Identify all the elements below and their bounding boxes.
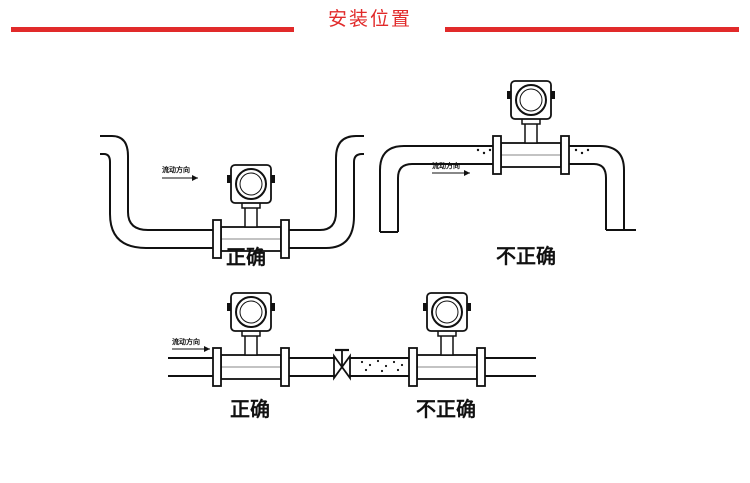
diagram-bottom: 流动方向 正确 不正确 xyxy=(168,292,536,421)
flowmeter-icon xyxy=(226,164,276,228)
flowmeter-icon xyxy=(226,292,276,356)
flowmeter-icon xyxy=(506,80,556,144)
caption-bottom-left: 正确 xyxy=(230,397,270,421)
arrow-right-icon xyxy=(172,346,210,352)
caption-top-left: 正确 xyxy=(226,245,266,269)
page-title: 安装位置 xyxy=(327,8,412,30)
header-divider-right xyxy=(445,27,739,32)
diagram-top-right: 流动方向 不正确 xyxy=(379,80,636,268)
flow-direction-label: 流动方向 xyxy=(432,161,460,170)
flowmeter-icon xyxy=(422,292,472,356)
valve-icon xyxy=(333,348,351,381)
caption-bottom-right: 不正确 xyxy=(416,397,476,421)
header-divider-left xyxy=(11,27,294,32)
arrow-right-icon xyxy=(162,175,198,181)
caption-top-right: 不正确 xyxy=(496,244,556,268)
flow-direction-label: 流动方向 xyxy=(172,337,200,346)
arrow-right-icon xyxy=(432,170,470,176)
diagram-top-left: 流动方向 正确 xyxy=(100,135,364,269)
flow-direction-label: 流动方向 xyxy=(162,165,190,174)
